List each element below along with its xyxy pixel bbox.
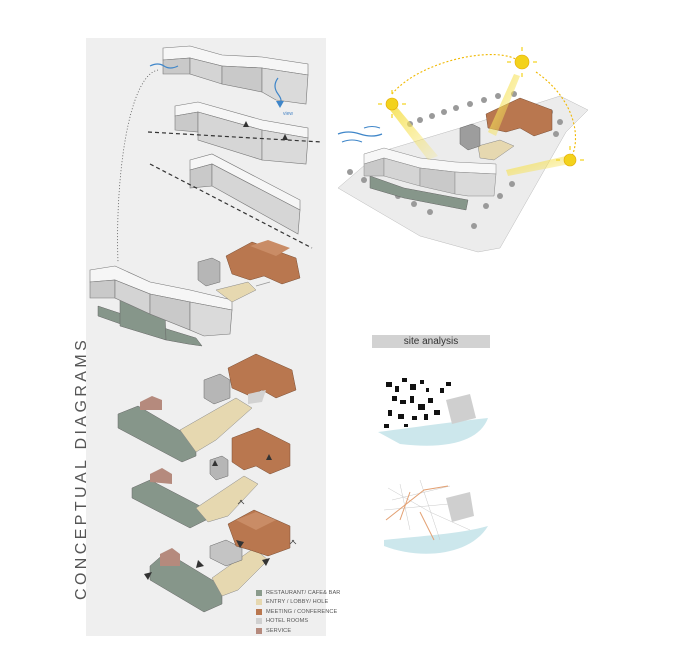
legend-label: ENTRY / LOBBY/ HOLE [266, 599, 329, 606]
legend-label: RESTAURANT/ CAFE& BAR [266, 589, 341, 596]
massing-step-6 [131, 427, 291, 529]
section-title: CONCEPTUAL DIAGRAMS [73, 336, 90, 600]
legend-label: SERVICE [266, 627, 292, 634]
massing-step-4 [89, 240, 301, 347]
legend-item: MEETING / CONFERENCE [256, 607, 338, 617]
legend-label: MEETING / CONFERENCE [266, 608, 338, 615]
legend: RESTAURANT/ CAFE& BAR ENTRY / LOBBY/ HOLE… [256, 588, 340, 636]
legend-swatch [256, 589, 262, 596]
legend-label: HOTEL ROOMS [266, 618, 309, 625]
legend-item: SERVICE [256, 626, 336, 636]
massing-step-2 [147, 101, 323, 165]
legend-item: RESTAURANT/ CAFE& BAR [256, 588, 340, 598]
legend-swatch [256, 627, 262, 634]
legend-item: ENTRY / LOBBY/ HOLE [256, 598, 336, 608]
site-map-figure-ground [378, 368, 488, 446]
massing-step-7 [144, 509, 297, 613]
legend-item: HOTEL ROOMS [256, 617, 336, 627]
massing-step-3 [149, 153, 313, 249]
site-analysis-label: site analysis [372, 335, 490, 348]
legend-swatch [256, 618, 262, 625]
legend-swatch [256, 599, 262, 606]
site-map-access [380, 471, 488, 554]
massing-step-1 [149, 45, 309, 108]
legend-swatch [256, 608, 262, 615]
view-label: view [283, 111, 293, 117]
massing-step-5 [117, 353, 297, 463]
site-perspective [337, 47, 589, 253]
